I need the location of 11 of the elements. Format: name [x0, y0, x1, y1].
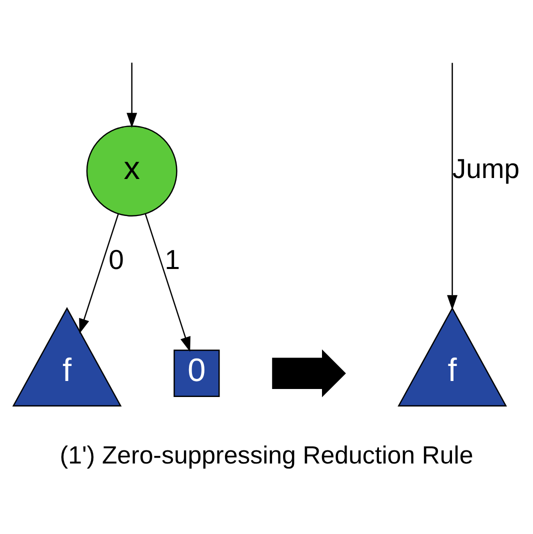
caption: (1') Zero-suppressing Reduction Rule [60, 442, 474, 470]
arrow [79, 214, 119, 334]
arrow [144, 214, 190, 352]
edge-label: 0 [108, 244, 124, 275]
node-circle: x [86, 125, 178, 216]
arrow [447, 62, 458, 310]
arrow [126, 62, 138, 128]
edge-label: 1 [164, 244, 180, 275]
node-arrow [272, 349, 346, 398]
edge-label: Jump [452, 152, 520, 184]
node-box: 0 [174, 350, 220, 398]
